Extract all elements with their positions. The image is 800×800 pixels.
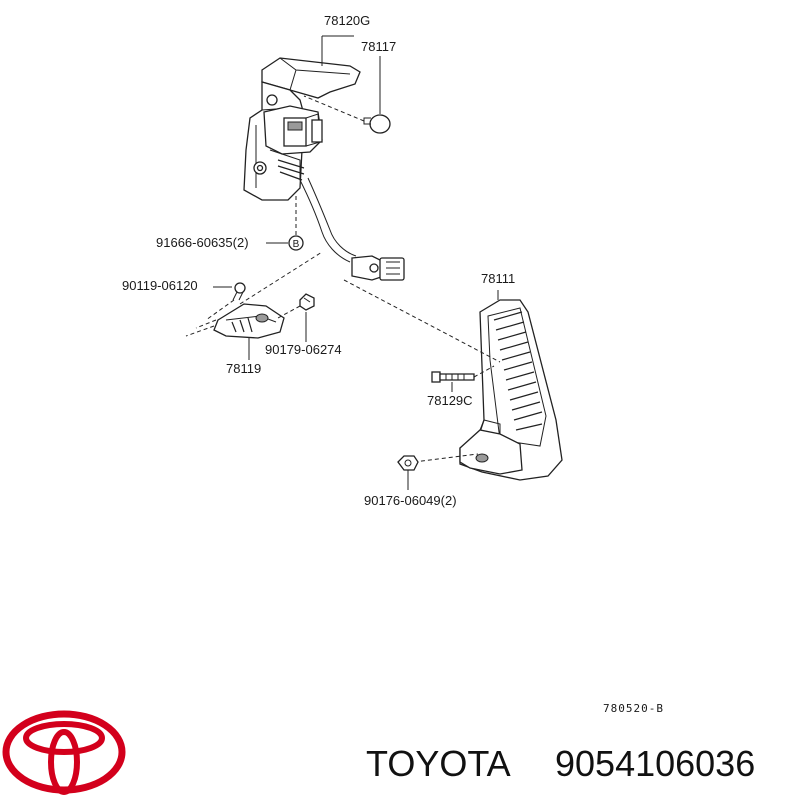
callout-78129c: 78129C	[427, 393, 473, 408]
pedal-pad-78111	[343, 279, 563, 481]
callout-78117: 78117	[361, 39, 396, 54]
callout-78111: 78111	[481, 271, 515, 286]
connector-plug	[351, 255, 405, 281]
callout-90119-06120: 90119-06120	[122, 278, 198, 293]
brand-name: TOYOTA	[366, 743, 511, 784]
bolt-78117	[303, 95, 391, 134]
diagram-reference: 780520-B	[603, 702, 664, 715]
pedal-bracket-assembly	[243, 57, 361, 201]
leader-lines	[213, 35, 499, 490]
callout-91666-60635: 91666-60635(2)	[156, 235, 249, 250]
callout-90179-06274: 90179-06274	[265, 342, 342, 357]
callout-78120g: 78120G	[324, 13, 370, 28]
callout-90176-06049: 90176-06049(2)	[364, 493, 457, 508]
screw-90119	[205, 282, 246, 321]
part-number: 9054106036	[555, 743, 755, 784]
bolt-78129c	[431, 365, 495, 383]
clip-90179	[277, 293, 315, 319]
svg-text:B: B	[293, 239, 300, 250]
toyota-logo	[2, 710, 126, 795]
callout-78119: 78119	[226, 361, 261, 376]
nut-90176	[397, 455, 419, 471]
marker-b: B	[288, 235, 304, 251]
pedal-arm	[299, 177, 357, 263]
stopper-78119	[185, 251, 323, 339]
